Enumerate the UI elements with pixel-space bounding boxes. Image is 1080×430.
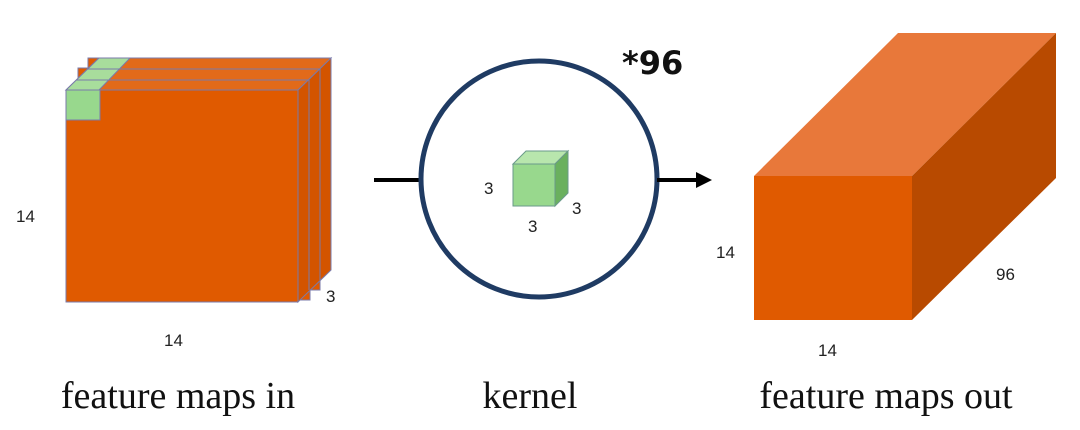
output-front-face: [754, 176, 912, 320]
input-depth-label: 3: [326, 287, 335, 306]
output-feature-maps: [754, 33, 1056, 320]
kernel-size-left: 3: [484, 179, 493, 198]
input-layer-1: [65, 89, 299, 303]
kernel-cube-front: [512, 163, 556, 207]
input-side-face: [297, 56, 332, 304]
kernel-group: [374, 58, 712, 300]
output-top-face: [754, 33, 1056, 176]
input-caption: feature maps in: [61, 375, 295, 417]
output-height-label: 14: [716, 243, 735, 262]
output-side-face: [912, 33, 1056, 320]
kernel-multiplier: *96: [622, 44, 683, 82]
input-kernel-patch-front: [65, 89, 101, 121]
input-height-label: 14: [16, 207, 35, 226]
kernel-size-bottom: 3: [528, 217, 537, 236]
input-width-label: 14: [164, 331, 183, 350]
output-width-label: 14: [818, 341, 837, 360]
output-caption: feature maps out: [759, 375, 1013, 417]
arrow-out-head: [696, 172, 712, 188]
kernel-size-right: 3: [572, 199, 581, 218]
kernel-caption: kernel: [483, 375, 578, 417]
output-depth-label: 96: [996, 265, 1015, 284]
input-feature-maps: [64, 56, 333, 304]
